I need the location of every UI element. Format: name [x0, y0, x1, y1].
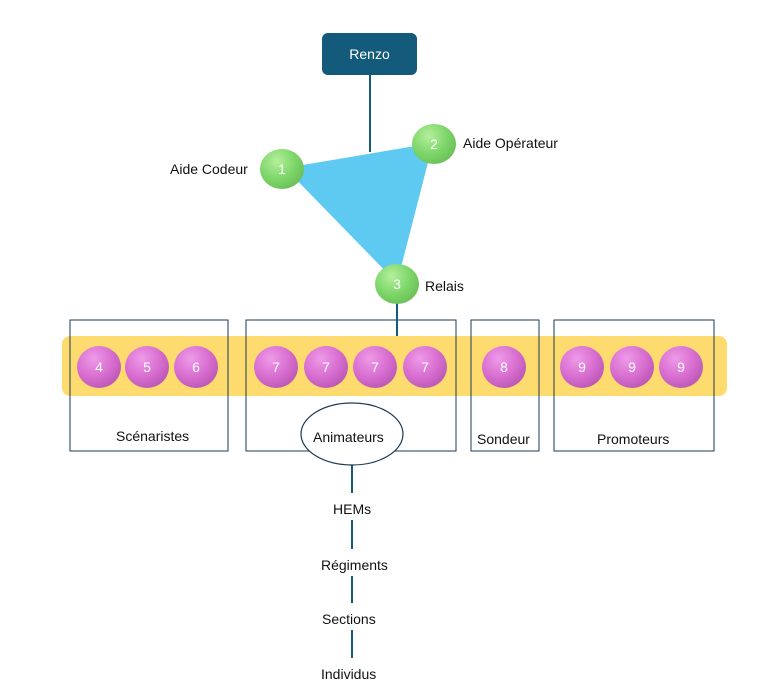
- node-3-number: 3: [393, 276, 401, 292]
- group-box-promoteurs: [553, 319, 715, 452]
- group-box-scenaristes: [69, 319, 229, 452]
- node-2: 2: [412, 124, 456, 164]
- group-label-scenaristes: Scénaristes: [116, 428, 190, 444]
- member-node-9c: 9: [659, 346, 703, 388]
- group-label-promoteurs: Promoteurs: [597, 431, 670, 447]
- renzo-label: Renzo: [349, 46, 390, 62]
- node-2-number: 2: [430, 136, 438, 152]
- member-node-number: 7: [322, 359, 330, 375]
- label-aide-operateur: Aide Opérateur: [463, 135, 558, 151]
- group-label-sondeur: Sondeur: [477, 431, 530, 447]
- member-node-7c: 7: [353, 346, 397, 388]
- chain-label-sections: Sections: [322, 611, 376, 627]
- member-node-9a: 9: [560, 346, 604, 388]
- core-triangle: [285, 143, 433, 283]
- member-node-number: 4: [95, 359, 103, 375]
- member-node-9b: 9: [610, 346, 654, 388]
- group-box-sondeur: [470, 319, 540, 452]
- member-node-number: 7: [371, 359, 379, 375]
- chain-label-regiments: Régiments: [321, 557, 388, 573]
- chain-label-individus: Individus: [321, 666, 377, 682]
- member-node-number: 6: [192, 359, 200, 375]
- label-relais: Relais: [425, 278, 464, 294]
- member-node-number: 9: [578, 359, 586, 375]
- member-node-8: 8: [482, 346, 526, 388]
- member-node-number: 9: [628, 359, 636, 375]
- member-node-number: 8: [500, 359, 508, 375]
- member-node-number: 7: [421, 359, 429, 375]
- chain-label-hems: HEMs: [333, 501, 372, 517]
- animateurs-ellipse: [300, 402, 404, 466]
- node-1: 1: [260, 149, 304, 189]
- node-1-number: 1: [278, 161, 286, 177]
- member-node-number: 5: [143, 359, 151, 375]
- node-3: 3: [375, 264, 419, 304]
- member-node-7a: 7: [254, 346, 298, 388]
- member-node-6: 6: [174, 346, 218, 388]
- label-aide-codeur: Aide Codeur: [170, 161, 248, 177]
- member-node-4: 4: [77, 346, 121, 388]
- group-label-animateurs: Animateurs: [313, 429, 384, 445]
- member-node-number: 7: [272, 359, 280, 375]
- member-node-5: 5: [125, 346, 169, 388]
- member-node-7b: 7: [304, 346, 348, 388]
- member-node-7d: 7: [403, 346, 447, 388]
- member-node-number: 9: [677, 359, 685, 375]
- renzo-box: Renzo: [322, 33, 417, 75]
